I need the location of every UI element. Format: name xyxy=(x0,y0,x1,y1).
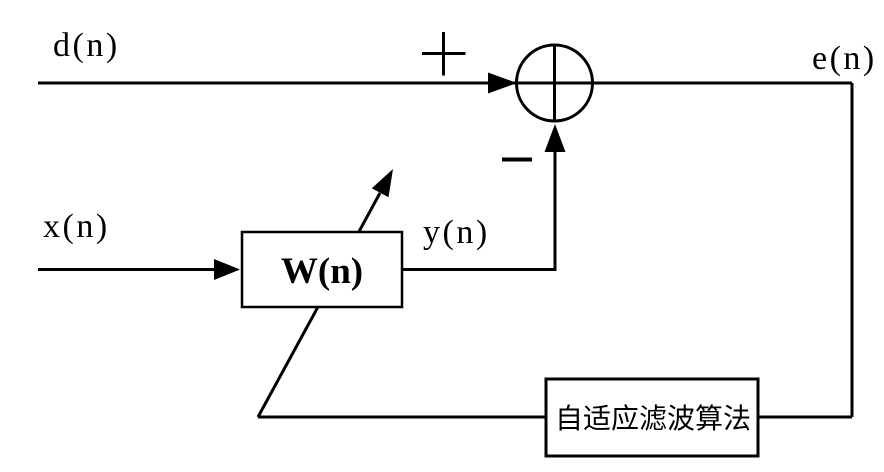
filter-block-box xyxy=(240,230,404,309)
desired-arrowhead-icon xyxy=(488,72,517,94)
adaptation-arrowhead-icon xyxy=(371,169,393,198)
label-desired-signal: d(n) xyxy=(53,27,120,64)
algorithm-block-label: 自适应滤波算法 xyxy=(555,403,751,435)
algorithm-block-box xyxy=(544,377,760,458)
label-filter-output: y(n) xyxy=(423,214,490,251)
summing-junction-icon xyxy=(515,43,594,123)
input-arrowhead-icon xyxy=(214,259,240,280)
filter-output-line xyxy=(402,152,557,271)
plus-sign xyxy=(422,32,466,76)
filter-block-label: W(n) xyxy=(281,251,363,292)
label-error-signal: e(n) xyxy=(812,40,877,77)
output-arrowhead-icon xyxy=(544,124,566,152)
label-input-signal: x(n) xyxy=(43,208,110,245)
